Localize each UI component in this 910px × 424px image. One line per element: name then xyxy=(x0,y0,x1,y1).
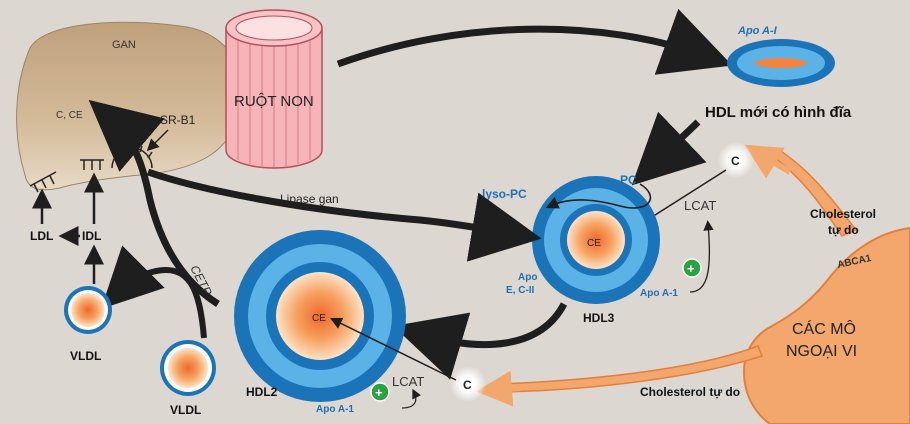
peripheral-label-2: NGOẠI VI xyxy=(786,343,857,360)
arrow-nascent-to-hdl3 xyxy=(631,111,707,186)
idl-label: IDL xyxy=(82,229,101,243)
vldl-left-particle xyxy=(64,286,112,334)
idl-receptor-icon xyxy=(80,159,104,170)
apo-a1-hdl3-label: Apo A-1 xyxy=(640,288,678,299)
lcat-top-arrow xyxy=(689,220,714,293)
apo-ai-label: Apo A-I xyxy=(737,25,778,37)
hdl3-label: HDL3 xyxy=(583,311,615,325)
c-bottom-label: C xyxy=(463,378,472,392)
c-bottom-glow xyxy=(450,366,486,402)
hdl2-particle xyxy=(234,230,406,402)
peripheral-label-1: CÁC MÔ xyxy=(792,319,856,338)
intestine-tube xyxy=(225,9,323,169)
peripheral-tissue xyxy=(742,226,910,424)
hdl2-label: HDL2 xyxy=(246,385,278,399)
vldl-mid-label: VLDL xyxy=(170,403,201,417)
free-chol-bottom-label: Cholesterol tự do xyxy=(640,385,740,399)
hepatic-lipase-label: Lipase gan xyxy=(280,192,339,206)
nascent-hdl-label: HDL mới có hình đĩa xyxy=(705,104,852,121)
apo-e-c2-label-2: E, C-II xyxy=(506,285,535,296)
vldl-mid-particle xyxy=(160,340,216,396)
lcat-bottom-label: LCAT xyxy=(392,374,424,389)
lcat-top-label: LCAT xyxy=(684,198,716,213)
plus-bottom-icon xyxy=(370,382,390,402)
apo-e-c2-label-1: Apo xyxy=(518,272,537,283)
arrow-chol-to-c-bottom xyxy=(476,370,521,407)
arrow-pc-to-lysopc xyxy=(545,183,652,209)
lcat-bottom-arrow xyxy=(401,388,421,409)
ce-hdl3-label: CE xyxy=(587,238,601,249)
c-top-glow xyxy=(718,142,754,178)
ldl-label: LDL xyxy=(30,229,53,243)
lyso-pc-label: lyso-PC xyxy=(482,187,527,201)
vldl-left-label: VLDL xyxy=(70,349,101,363)
arrow-hepatic-lipase xyxy=(146,168,542,262)
plus-top-label: + xyxy=(687,261,695,276)
plus-top-icon xyxy=(682,258,702,278)
free-chol-top-label-2: tự do xyxy=(828,223,859,237)
arrow-hdl3-to-hdl2 xyxy=(393,302,568,380)
arrow-c-to-hdl2 xyxy=(329,317,457,381)
free-chol-top-label-1: Cholesterol xyxy=(810,207,876,221)
liver-label: GAN xyxy=(112,39,136,51)
apo-a1-hdl2-label: Apo A-1 xyxy=(316,404,354,415)
plus-bottom-label: + xyxy=(375,385,383,400)
pc-label: PC xyxy=(620,173,637,187)
c-top-label: C xyxy=(731,154,740,168)
arrow-cetp-to-vldl xyxy=(101,245,207,339)
nascent-hdl-disc xyxy=(727,39,835,87)
receptor-label: SR-B1 xyxy=(160,113,196,127)
intestine-label: RUỘT NON xyxy=(234,93,314,110)
arrow-chol-to-c-top xyxy=(744,144,792,179)
ce-hdl2-label: CE xyxy=(312,313,326,324)
arrow-intestine-to-hdl xyxy=(336,8,733,75)
liver-content-label: C, CE xyxy=(56,110,83,121)
